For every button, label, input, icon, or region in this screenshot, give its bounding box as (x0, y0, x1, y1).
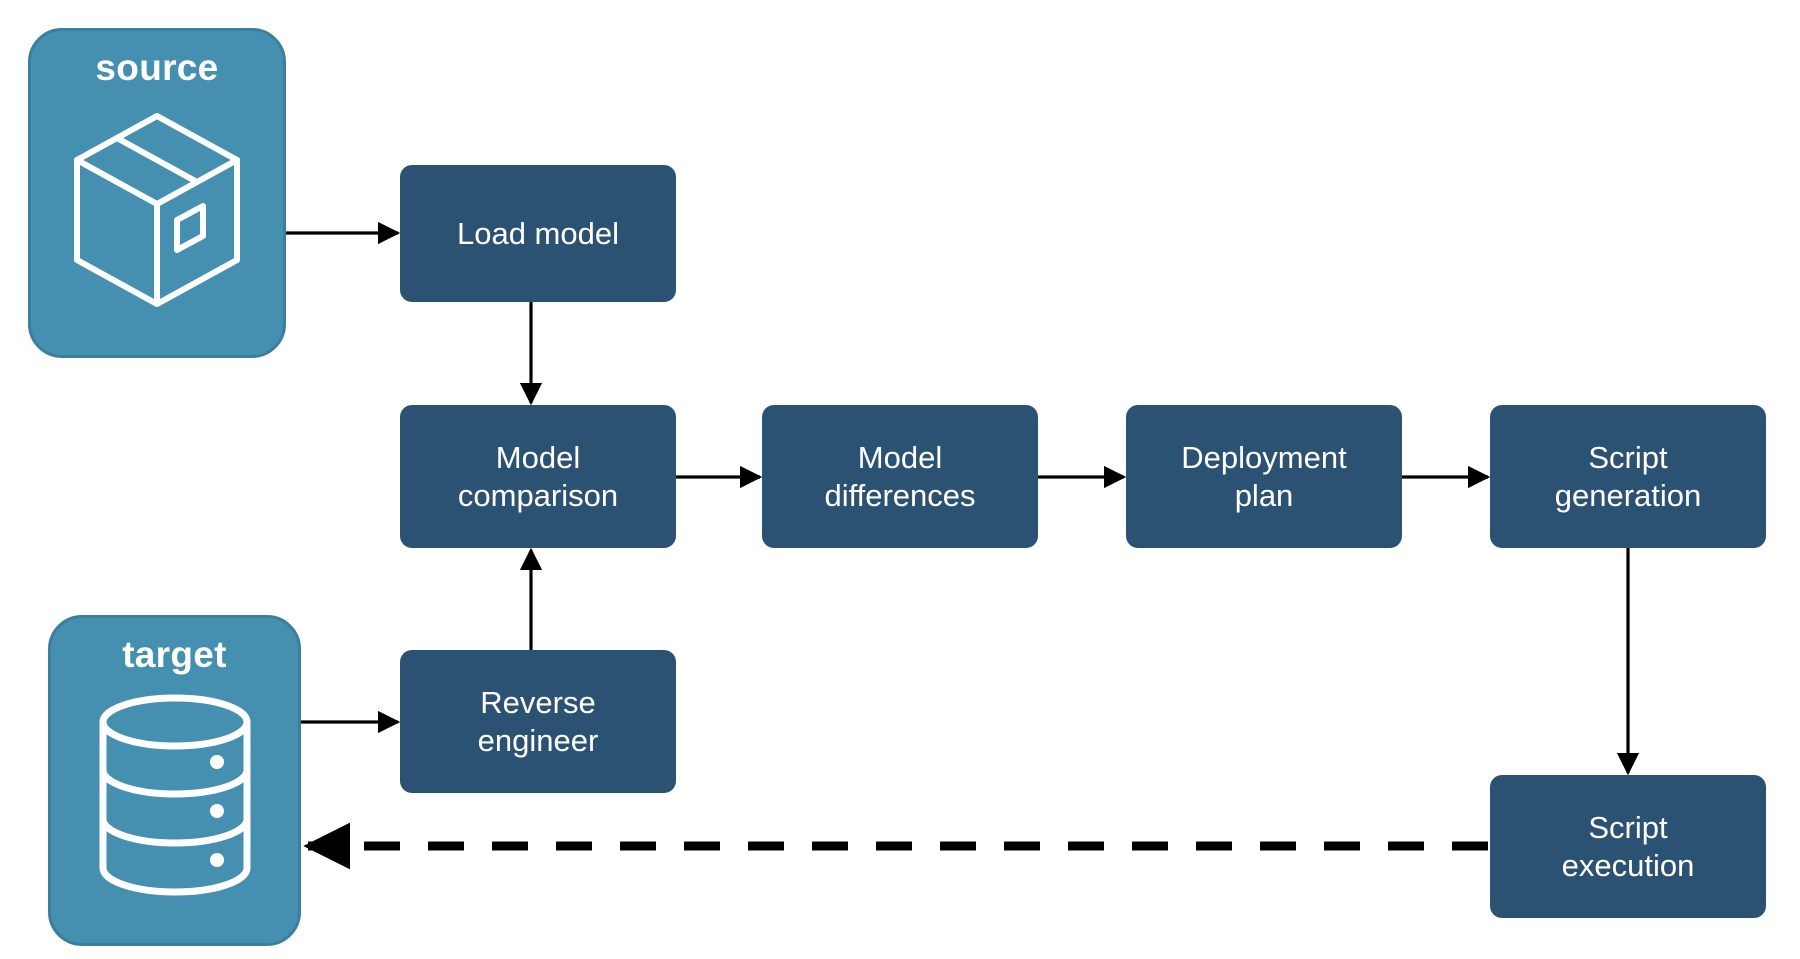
database-cylinder-icon (51, 673, 298, 917)
node-model-differences-label: Model differences (824, 439, 976, 513)
node-model-differences[interactable]: Model differences (762, 405, 1038, 548)
node-model-comparison-label: Model comparison (457, 439, 619, 513)
node-deployment-plan-label: Deployment plan (1181, 439, 1347, 513)
node-model-comparison[interactable]: Model comparison (400, 405, 676, 548)
package-box-icon (31, 86, 283, 333)
node-load-model-label: Load model (456, 215, 619, 251)
node-reverse-engineer-label: Reverse engineer (477, 684, 599, 758)
node-script-execution-label: Script execution (1561, 809, 1695, 883)
node-script-generation-label: Script generation (1554, 439, 1702, 513)
node-script-execution[interactable]: Script execution (1490, 775, 1766, 918)
node-deployment-plan[interactable]: Deployment plan (1126, 405, 1402, 548)
node-load-model[interactable]: Load model (400, 165, 676, 302)
node-script-generation[interactable]: Script generation (1490, 405, 1766, 548)
node-source-label: source (95, 47, 219, 88)
node-target[interactable]: target (48, 615, 301, 946)
node-reverse-engineer[interactable]: Reverse engineer (400, 650, 676, 793)
node-source[interactable]: source (28, 28, 286, 358)
node-target-label: target (122, 634, 227, 675)
